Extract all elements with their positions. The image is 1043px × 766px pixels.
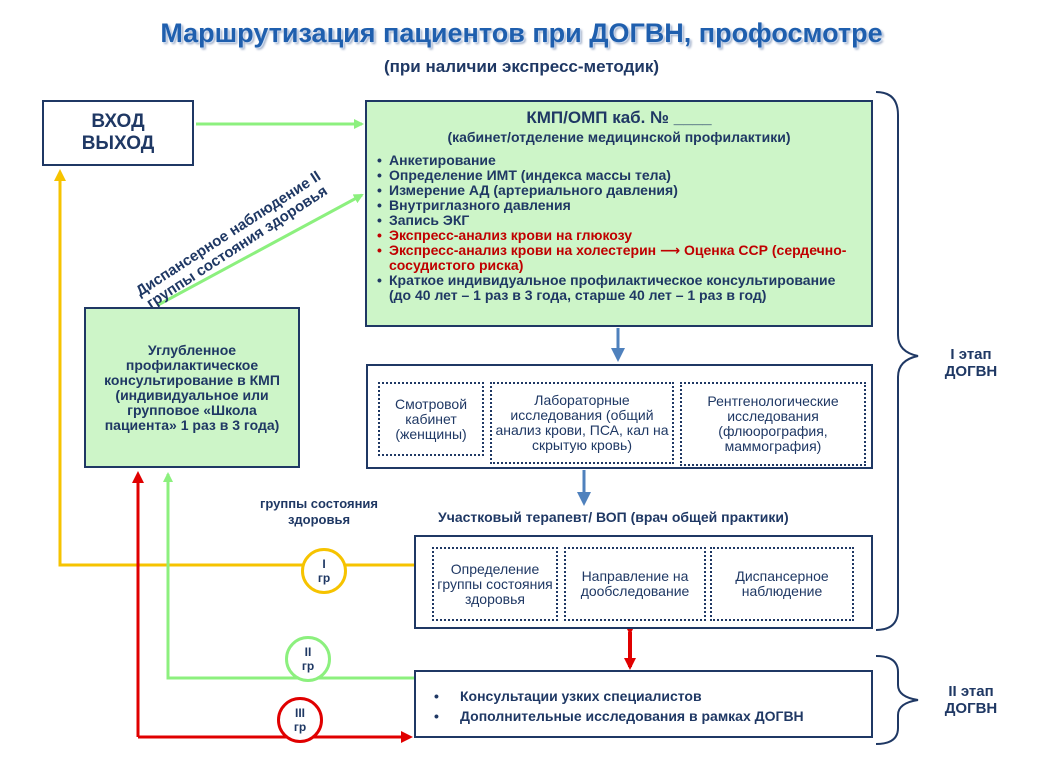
- group3-roman: III: [294, 706, 305, 720]
- group3-circle: III гр: [277, 697, 323, 743]
- kmp-box: КМП/ОМП каб. № ____ (кабинет/отделение м…: [365, 100, 873, 327]
- stage2-box: Консультации узких специалистов Дополнит…: [414, 670, 873, 738]
- entry-exit-box: ВХОД ВЫХОД: [42, 100, 194, 166]
- group2-roman: II: [304, 645, 312, 659]
- page-subtitle: (при наличии экспресс-методик): [383, 57, 659, 76]
- stage2-label: II этап ДОГВН: [944, 683, 998, 717]
- list-item: Внутриглазного давления: [377, 198, 861, 214]
- arrow-right-icon: ⟶: [660, 242, 681, 258]
- group1-circle: I гр: [301, 548, 347, 594]
- exam-room-box: Смотровой кабинет (женщины): [378, 382, 484, 456]
- entry-label: ВХОД: [91, 111, 145, 132]
- stage1-label: I этап ДОГВН: [944, 346, 998, 380]
- kmp-list: Анкетирование Определение ИМТ (индекса м…: [377, 153, 861, 303]
- arrow-deep-to-kmp: [157, 193, 364, 307]
- list-item: Экспресс-анализ крови на холестерин ⟶ Оц…: [377, 243, 861, 273]
- arrow-group2-to-deep: [163, 472, 414, 680]
- examinations-box: Смотровой кабинет (женщины) Лабораторные…: [366, 364, 873, 469]
- dispensary-box: Диспансерное наблюдение: [710, 547, 854, 621]
- ssr-text: Оценка ССР (сердечно-сосудистого риска): [389, 242, 847, 273]
- xray-box: Рентгенологические исследования (флюорог…: [680, 382, 866, 466]
- list-item: Консультации узких специалистов: [434, 686, 871, 706]
- lab-tests-box: Лабораторные исследования (общий анализ …: [490, 382, 674, 464]
- list-item: Измерение АД (артериального давления): [377, 183, 861, 199]
- deep-consulting-box: Углубленное профилактическое консультиро…: [84, 307, 300, 468]
- group1-abbr: гр: [317, 571, 331, 585]
- group2-circle: II гр: [285, 636, 331, 682]
- arrow-group1-to-exit: [54, 169, 414, 567]
- group2-abbr: гр: [301, 659, 315, 673]
- group1-roman: I: [322, 557, 326, 571]
- exit-label: ВЫХОД: [81, 133, 155, 154]
- referral-box: Направление на дообследование: [564, 547, 706, 621]
- list-item: Дополнительные исследования в рамках ДОГ…: [434, 706, 871, 726]
- kmp-title: КМП/ОМП каб. № ____: [526, 108, 712, 127]
- brace-stage2: [875, 655, 919, 745]
- list-item: Краткое индивидуальное профилактическое …: [377, 273, 861, 303]
- cholesterol-text: Экспресс-анализ крови на холестерин: [389, 242, 657, 258]
- list-item: Запись ЭКГ: [377, 213, 861, 229]
- stage2-list: Консультации узких специалистов Дополнит…: [434, 686, 871, 726]
- group3-abbr: гр: [293, 720, 307, 734]
- health-groups-label: группы состояния здоровья: [259, 496, 379, 527]
- kmp-subtitle: (кабинет/отделение медицинской профилакт…: [447, 129, 791, 145]
- brace-stage1: [875, 91, 919, 631]
- list-item: Экспресс-анализ крови на глюкозу: [377, 228, 861, 244]
- group-definition-box: Определение группы состояния здоровья: [432, 547, 558, 621]
- list-item: Определение ИМТ (индекса массы тела): [377, 168, 861, 184]
- list-item: Анкетирование: [377, 153, 861, 169]
- therapist-box: Определение группы состояния здоровья На…: [414, 535, 873, 629]
- therapist-title: Участковый терапевт/ ВОП (врач общей пра…: [438, 509, 789, 525]
- page-title: Маршрутизация пациентов при ДОГВН, профо…: [160, 18, 883, 48]
